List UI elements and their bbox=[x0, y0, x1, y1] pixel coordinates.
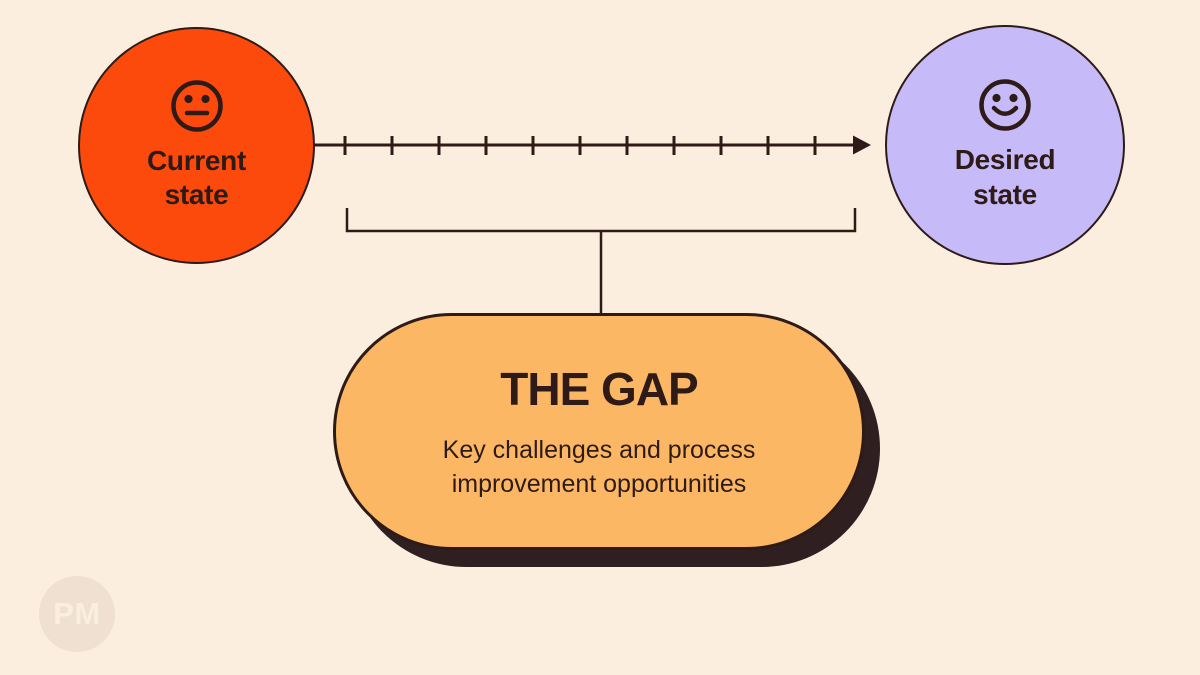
desired-state-circle: Desired state bbox=[885, 25, 1125, 265]
smiley-face-icon bbox=[979, 79, 1031, 132]
gap-bracket bbox=[345, 208, 857, 233]
desired-state-label: Desired state bbox=[954, 144, 1056, 210]
gap-title: THE GAP bbox=[500, 362, 698, 415]
gap-pill: THE GAP Key challenges and process impro… bbox=[333, 313, 865, 550]
pm-logo-label: PM bbox=[53, 596, 101, 631]
neutral-face-icon bbox=[170, 80, 223, 132]
pm-logo: PM bbox=[39, 576, 115, 652]
timeline-ticks bbox=[343, 136, 817, 155]
current-state-circle: Current state bbox=[78, 27, 315, 264]
gap-subtitle: Key challenges and process improvement o… bbox=[442, 435, 756, 499]
arrowhead-icon bbox=[853, 135, 871, 155]
current-state-label: Current state bbox=[146, 144, 247, 210]
